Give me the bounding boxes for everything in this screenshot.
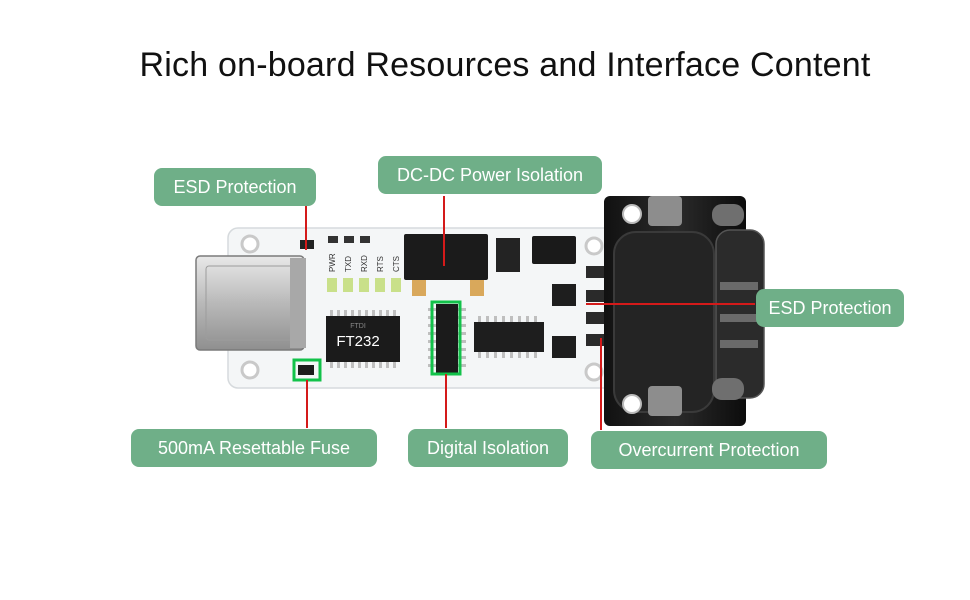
- page-title: Rich on-board Resources and Interface Co…: [139, 46, 871, 84]
- chip-brand: FTDI: [350, 323, 366, 330]
- callout-esd-protection-right: ESD Protection: [756, 289, 904, 327]
- led-label-rts: RTS: [376, 256, 385, 272]
- dcdc-module: [404, 234, 576, 296]
- db9-connector: [604, 196, 765, 426]
- led-label-rxd: RXD: [360, 255, 369, 272]
- ft232-chip: FTDI FT232: [326, 310, 400, 368]
- led-label-pwr: PWR: [328, 253, 337, 272]
- callout-dcdc-power-isolation: DC-DC Power Isolation: [378, 156, 602, 194]
- usb-b-connector: [195, 255, 306, 351]
- callout-resettable-fuse: 500mA Resettable Fuse: [131, 429, 377, 467]
- fuse-component: [298, 365, 314, 375]
- callout-digital-isolation: Digital Isolation: [408, 429, 568, 467]
- callout-esd-protection-left: ESD Protection: [154, 168, 316, 206]
- status-leds: [327, 278, 401, 292]
- transceiver-chip: [474, 316, 544, 358]
- led-label-txd: TXD: [344, 256, 353, 272]
- chip-label: FT232: [336, 333, 379, 350]
- led-label-cts: CTS: [392, 256, 401, 272]
- callout-overcurrent-protection: Overcurrent Protection: [591, 431, 827, 469]
- leader-lines: [305, 196, 755, 430]
